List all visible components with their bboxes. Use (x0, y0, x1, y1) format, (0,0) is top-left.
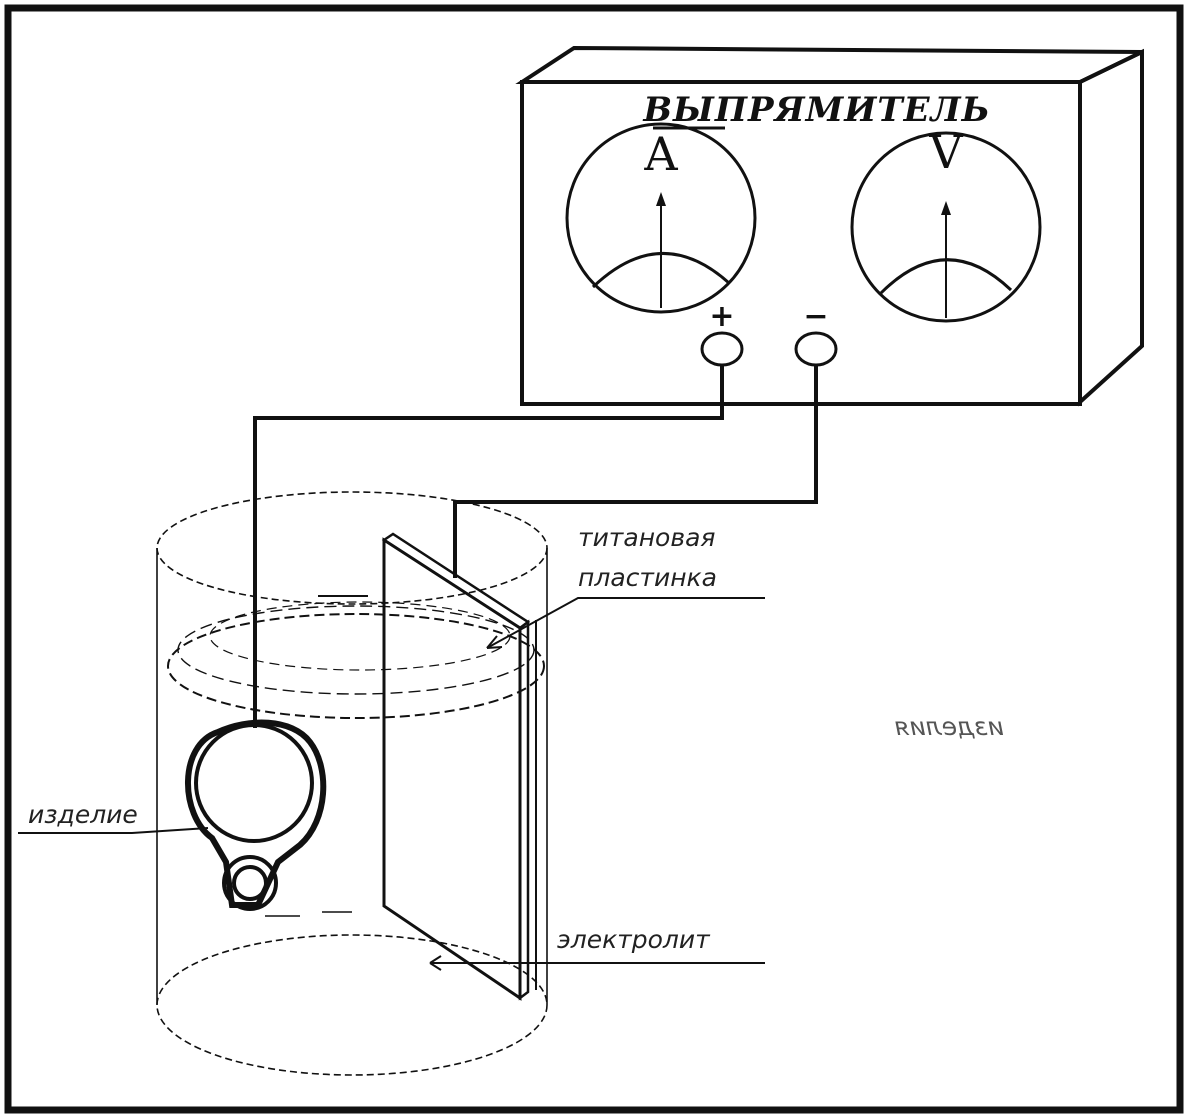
voltmeter-dial (850, 131, 1042, 323)
titanium-leader (486, 597, 765, 649)
beaker-bottom (156, 934, 548, 1076)
plate-side-edge (518, 619, 530, 1001)
titanium-plate (381, 532, 537, 1001)
ammeter-needle-tip (656, 192, 666, 206)
electrolyte-surface (167, 613, 545, 719)
voltmeter-gauge: V (850, 125, 1042, 323)
ammeter-dial (565, 122, 757, 314)
plus-sign: + (709, 299, 734, 334)
product-eye-outer (222, 855, 278, 911)
product-ball (194, 723, 314, 843)
product-workpiece (185, 719, 327, 911)
rectifier-title: ВЫПРЯМИТЕЛЬ (642, 90, 990, 130)
rectifier-front-face (520, 80, 1082, 406)
product-eye-inner (232, 865, 268, 901)
beaker-rim (156, 491, 548, 605)
product-outer-ring (185, 719, 327, 908)
outer-frame (4, 4, 1184, 1114)
voltmeter-needle-tip (941, 201, 951, 215)
plus-terminal (700, 331, 744, 367)
electrolyte-ripple-outer (177, 605, 535, 695)
ammeter-label: A (643, 127, 678, 181)
electrolyte-label: электролит (557, 925, 711, 954)
product-label: изделие (28, 800, 138, 829)
rectifier-top-face (515, 45, 1143, 84)
voltmeter-label: V (928, 125, 963, 179)
electrolysis-beaker (156, 491, 548, 1076)
positive-wire (253, 365, 724, 728)
titanium-plate-label-line2: пластинка (578, 563, 717, 592)
ammeter-gauge: A (565, 122, 757, 314)
product-leader (18, 827, 209, 834)
minus-terminal (794, 331, 838, 367)
rectifier-box: ВЫПРЯМИТЕЛЬ A V + − (515, 45, 1144, 407)
negative-wire (453, 365, 818, 578)
electrolyte-leader-arrow (429, 955, 442, 971)
titanium-plate-label-line1: титановая (578, 523, 715, 552)
product-mirrored-label: изделия (895, 712, 1004, 741)
titanium-leader-arrow (486, 635, 503, 649)
rectifier-side-face (1078, 48, 1144, 407)
minus-sign: − (803, 299, 828, 334)
